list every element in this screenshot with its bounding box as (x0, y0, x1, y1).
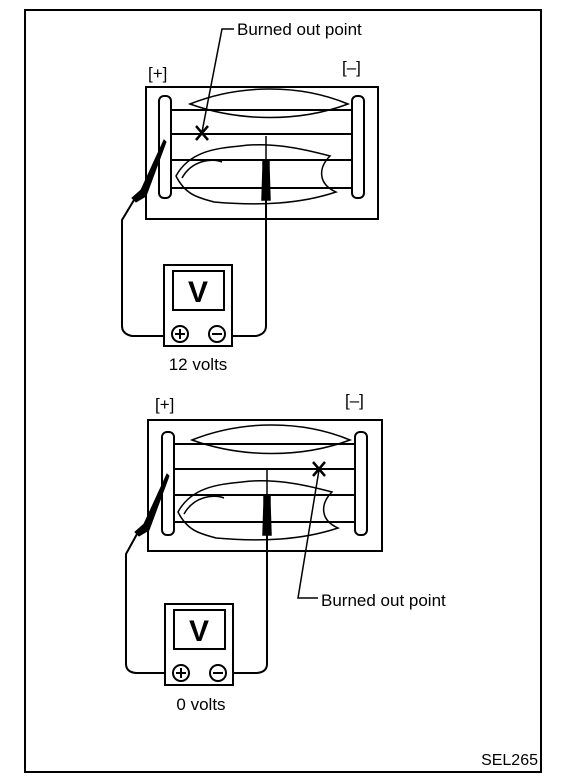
bottom-diagram: Burned out point [+] [–] V 0 volts (125, 391, 446, 714)
plus-circle-icon (171, 325, 189, 343)
positive-terminal-label-top: [+] (148, 64, 167, 83)
rear-window-panel-bottom (147, 419, 383, 552)
voltmeter-bottom: V (164, 603, 234, 686)
leader-line-top (201, 28, 234, 133)
lead-negative-top (228, 200, 267, 337)
lead-positive-bottom (125, 533, 170, 674)
top-diagram: Burned out point [+] [–] V 12 volts (121, 20, 379, 374)
positive-terminal-label-bottom: [+] (155, 395, 174, 414)
plus-circle-icon (172, 664, 190, 682)
minus-circle-icon (209, 664, 227, 682)
lead-negative-bottom (230, 535, 268, 674)
rear-window-panel-top (145, 86, 379, 220)
probe-positive-bottom (134, 473, 170, 537)
heater-grid-top (171, 88, 352, 205)
bus-bar-positive-top (158, 95, 172, 199)
lead-positive-top (121, 199, 168, 337)
meter-display-bottom (173, 609, 226, 650)
cross-mark-icon (312, 461, 326, 477)
burned-out-label-top: Burned out point (237, 20, 362, 39)
reading-bottom: 0 volts (176, 695, 225, 714)
probe-negative-bottom (262, 495, 272, 536)
voltmeter-top: V (163, 264, 233, 347)
meter-symbol-bottom: V (189, 615, 209, 648)
leader-line-bottom (297, 469, 320, 599)
meter-display-top (172, 270, 225, 311)
probe-negative-top (261, 159, 271, 201)
minus-circle-icon (208, 325, 226, 343)
reading-top: 12 volts (169, 355, 228, 374)
meter-symbol-top: V (188, 276, 208, 309)
bus-bar-positive-bottom (161, 431, 175, 536)
negative-terminal-label-top: [–] (342, 58, 361, 77)
bus-bar-negative-top (351, 95, 365, 199)
cross-mark-icon (195, 125, 209, 141)
probe-positive-top (131, 139, 167, 203)
burned-out-label-bottom: Burned out point (321, 591, 446, 610)
outer-frame (24, 9, 542, 773)
figure-code: SEL265 (481, 752, 538, 769)
negative-terminal-label-bottom: [–] (345, 391, 364, 410)
bus-bar-negative-bottom (354, 431, 368, 536)
